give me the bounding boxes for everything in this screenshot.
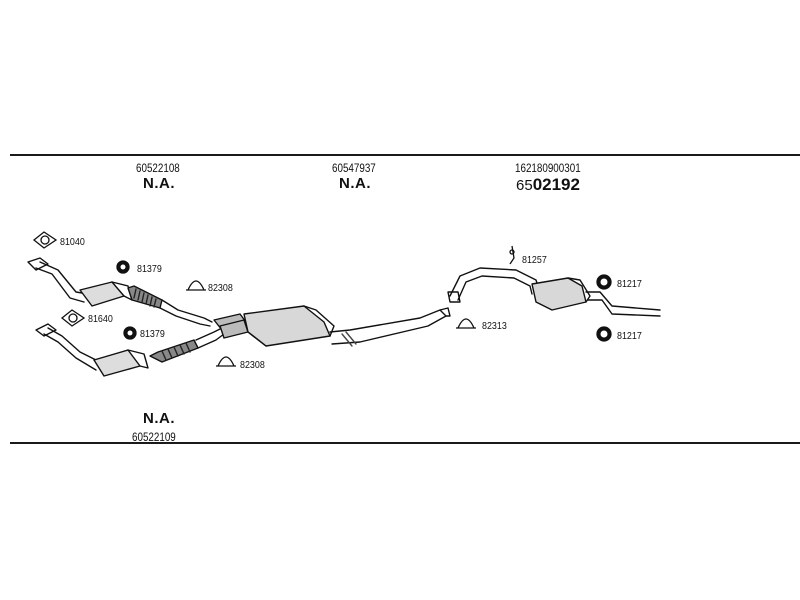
- callout-gasket-upper: 81040: [60, 236, 85, 248]
- middle-part-number: 60547937: [332, 161, 376, 175]
- clamp-icon: [216, 356, 236, 367]
- bottom-part-number: 60522109: [132, 430, 176, 444]
- right-order-number: 6502192: [516, 175, 580, 195]
- ring-icon: [596, 326, 612, 342]
- rubber-mount-icon: [123, 326, 137, 340]
- callout-ring-rear-upper: 81217: [617, 278, 642, 290]
- right-order-prefix: 65: [516, 177, 533, 194]
- clamp-icon: [186, 280, 206, 291]
- ring-icon: [596, 274, 612, 290]
- gasket-icon: [32, 231, 58, 249]
- middle-muffler: [213, 305, 451, 347]
- gasket-icon: [60, 309, 86, 327]
- rear-muffler: [447, 267, 661, 317]
- clamp-icon: [456, 318, 476, 329]
- flex-pipe-upper: [127, 285, 213, 327]
- bottom-status: N.A.: [143, 410, 175, 427]
- middle-status: N.A.: [339, 175, 371, 192]
- catalyst-lower: [93, 349, 149, 377]
- front-pipe-lower: [35, 323, 101, 371]
- callout-clamp-lower: 82308: [240, 359, 265, 371]
- right-part-number: 162180900301: [515, 161, 581, 175]
- callout-ring-rear-lower: 81217: [617, 330, 642, 342]
- right-order-main: 02192: [532, 175, 580, 194]
- callout-clamp-upper: 82308: [208, 282, 233, 294]
- top-rule: [10, 154, 800, 156]
- front-pipe-upper: [27, 257, 89, 303]
- bottom-rule: [10, 442, 800, 444]
- catalyst-upper: [79, 281, 133, 307]
- left-part-number: 60522108: [136, 161, 180, 175]
- callout-rubber-lower: 81379: [140, 328, 165, 340]
- rubber-mount-icon: [116, 260, 130, 274]
- left-status: N.A.: [143, 175, 175, 192]
- callout-hanger-rear: 81257: [522, 254, 547, 266]
- flex-pipe-lower: [149, 327, 225, 363]
- callout-rubber-upper: 81379: [137, 263, 162, 275]
- callout-gasket-lower: 81640: [88, 313, 113, 325]
- callout-clamp-middle: 82313: [482, 320, 507, 332]
- hanger-icon: [509, 245, 515, 265]
